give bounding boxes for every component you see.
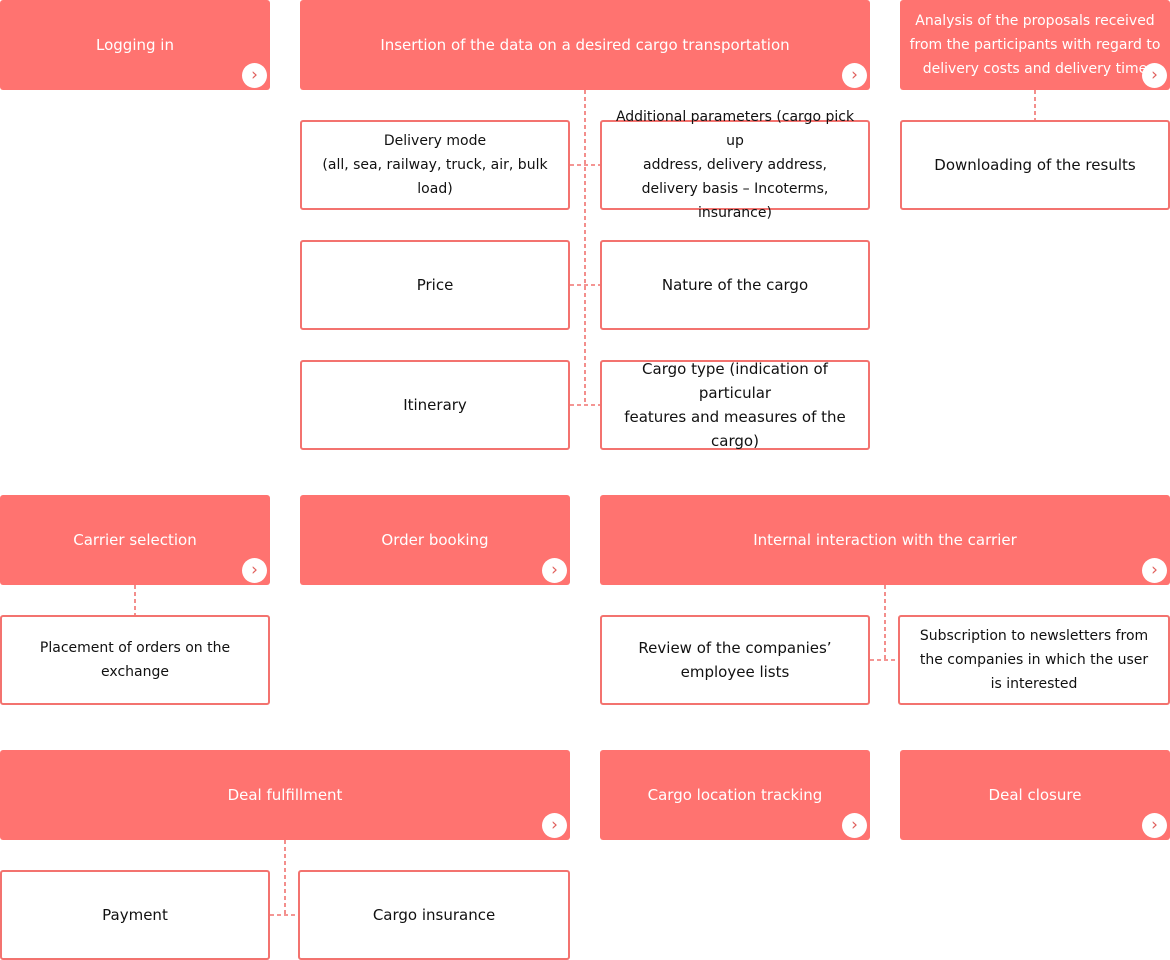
- item-nature-of-cargo: Nature of the cargo: [600, 240, 870, 330]
- chevron-right-icon[interactable]: ›: [842, 63, 867, 88]
- item-label: Delivery mode (all, sea, railway, truck,…: [322, 133, 548, 197]
- step-label: Logging in: [96, 36, 174, 54]
- step-label: Order booking: [381, 531, 489, 549]
- step-label: Cargo location tracking: [647, 786, 823, 804]
- step-carrier-selection[interactable]: Carrier selection ›: [0, 495, 270, 585]
- item-label: Additional parameters (cargo pick up add…: [615, 109, 855, 221]
- chevron-right-icon[interactable]: ›: [1142, 558, 1167, 583]
- step-label: Internal interaction with the carrier: [753, 531, 1017, 549]
- item-label: Cargo type (indication of particular fea…: [624, 360, 846, 450]
- step-label: Deal fulfillment: [227, 786, 343, 804]
- item-price: Price: [300, 240, 570, 330]
- item-label: Downloading of the results: [934, 156, 1136, 174]
- item-label: Placement of orders on the exchange: [39, 640, 231, 680]
- item-downloading-results: Downloading of the results: [900, 120, 1170, 210]
- step-label: Deal closure: [988, 786, 1082, 804]
- step-order-booking[interactable]: Order booking ›: [300, 495, 570, 585]
- item-label: Nature of the cargo: [661, 276, 809, 294]
- step-deal-fulfillment[interactable]: Deal fulfillment ›: [0, 750, 570, 840]
- step-cargo-location-tracking[interactable]: Cargo location tracking ›: [600, 750, 870, 840]
- chevron-right-icon[interactable]: ›: [242, 63, 267, 88]
- item-label: Price: [416, 276, 454, 294]
- step-label: Analysis of the proposals received from …: [909, 13, 1161, 77]
- item-cargo-type: Cargo type (indication of particular fea…: [600, 360, 870, 450]
- chevron-right-icon[interactable]: ›: [842, 813, 867, 838]
- item-label: Review of the companies’ employee lists: [638, 639, 832, 681]
- step-analysis[interactable]: Analysis of the proposals received from …: [900, 0, 1170, 90]
- step-internal-interaction[interactable]: Internal interaction with the carrier ›: [600, 495, 1170, 585]
- step-label: Carrier selection: [73, 531, 197, 549]
- item-placement-of-orders: Placement of orders on the exchange: [0, 615, 270, 705]
- item-label: Subscription to newsletters from the com…: [919, 628, 1149, 692]
- item-itinerary: Itinerary: [300, 360, 570, 450]
- item-payment: Payment: [0, 870, 270, 960]
- chevron-right-icon[interactable]: ›: [242, 558, 267, 583]
- step-label: Insertion of the data on a desired cargo…: [380, 36, 790, 54]
- item-label: Cargo insurance: [372, 906, 496, 924]
- item-delivery-mode: Delivery mode (all, sea, railway, truck,…: [300, 120, 570, 210]
- step-deal-closure[interactable]: Deal closure ›: [900, 750, 1170, 840]
- item-cargo-insurance: Cargo insurance: [298, 870, 570, 960]
- item-review-employee-lists: Review of the companies’ employee lists: [600, 615, 870, 705]
- chevron-right-icon[interactable]: ›: [1142, 63, 1167, 88]
- chevron-right-icon[interactable]: ›: [542, 813, 567, 838]
- step-logging-in[interactable]: Logging in ›: [0, 0, 270, 90]
- item-label: Payment: [102, 906, 168, 924]
- item-label: Itinerary: [403, 396, 467, 414]
- chevron-right-icon[interactable]: ›: [542, 558, 567, 583]
- item-subscription-newsletters: Subscription to newsletters from the com…: [898, 615, 1170, 705]
- chevron-right-icon[interactable]: ›: [1142, 813, 1167, 838]
- step-insertion[interactable]: Insertion of the data on a desired cargo…: [300, 0, 870, 90]
- item-additional-parameters: Additional parameters (cargo pick up add…: [600, 109, 870, 221]
